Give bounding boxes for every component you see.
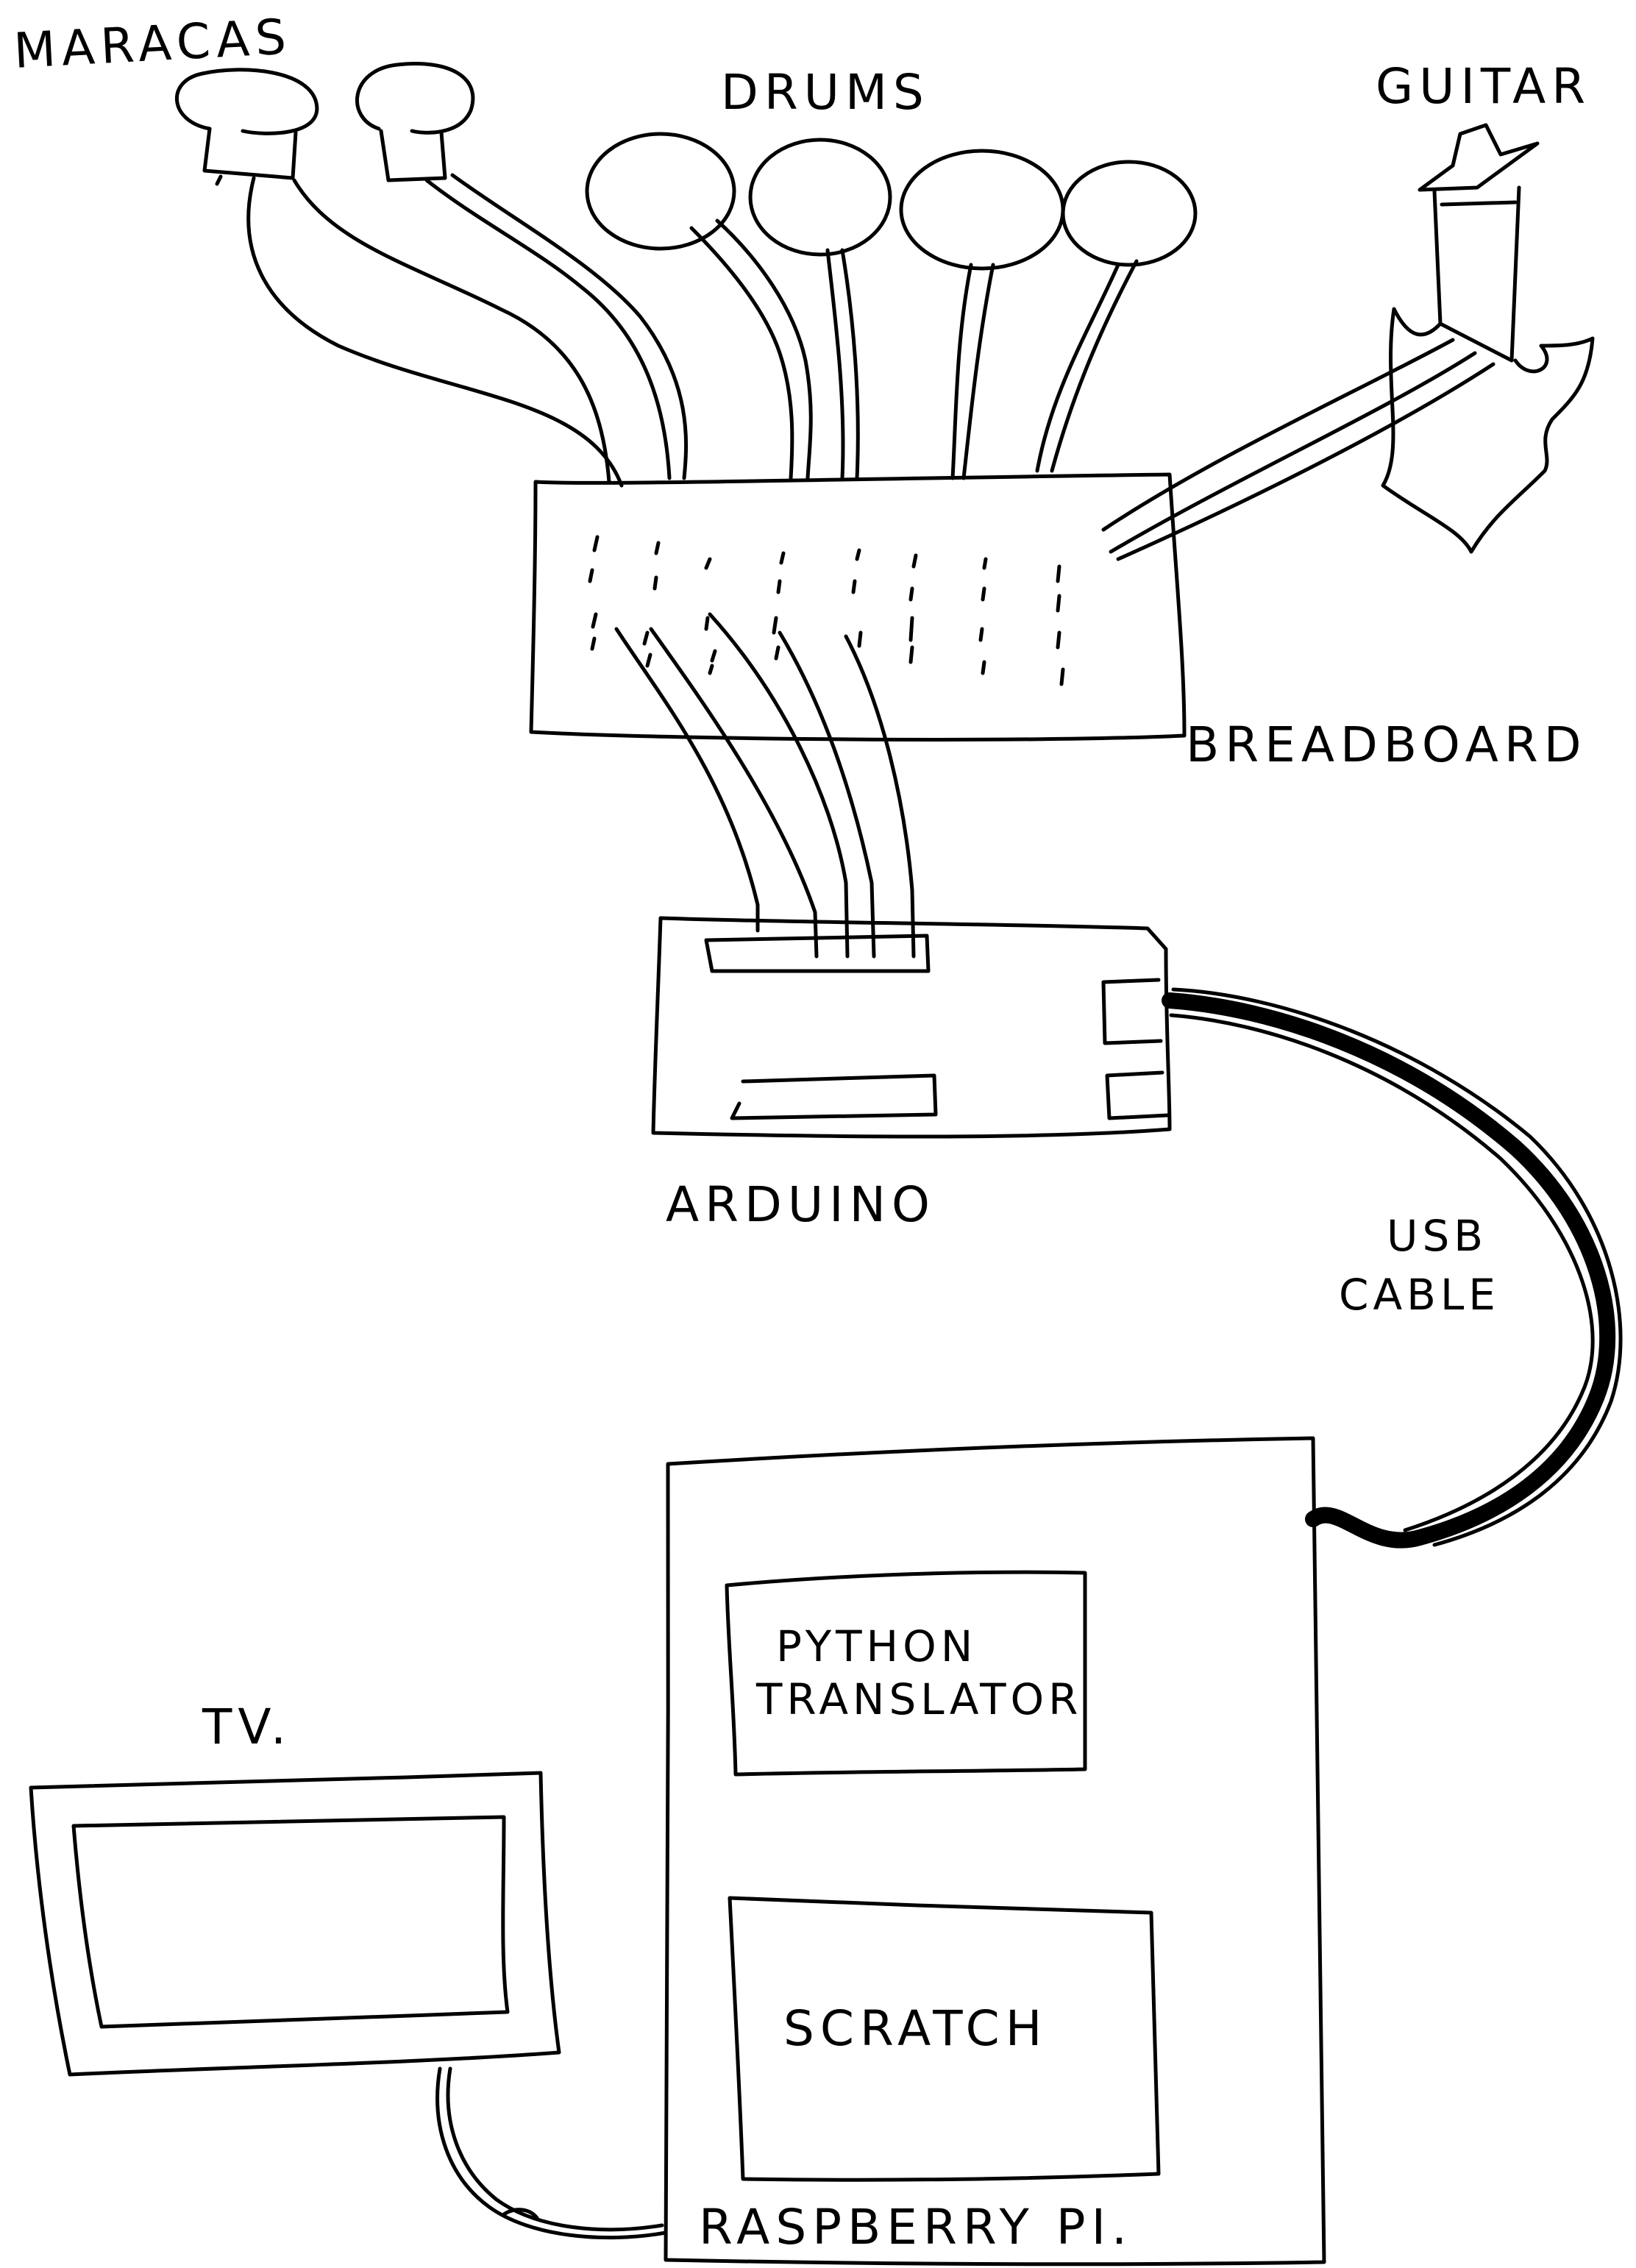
drum-4 — [1061, 160, 1198, 267]
label-usb-line1: USB — [1387, 1211, 1487, 1261]
label-usb-line2: CABLE — [1339, 1270, 1500, 1320]
label-python-line1: PYTHON — [776, 1621, 977, 1671]
label-drums: DRUMS — [721, 64, 930, 121]
wires-breadboard-to-arduino — [614, 612, 916, 959]
maracas — [174, 62, 475, 186]
drum-3 — [899, 149, 1065, 271]
guitar — [1381, 123, 1595, 554]
wires-guitar-to-breadboard — [1101, 338, 1495, 561]
tv — [29, 1771, 561, 2077]
label-tv: TV. — [202, 1699, 292, 1755]
scratch-box — [728, 1896, 1161, 2182]
label-raspberry-pi: RASPBERRY PI. — [699, 2199, 1133, 2255]
arduino — [651, 916, 1172, 1139]
breadboard — [529, 472, 1187, 742]
python-translator-box — [725, 1570, 1087, 1777]
label-python-line2: TRANSLATOR — [755, 1674, 1082, 1724]
drum-1 — [585, 132, 736, 251]
drums — [585, 132, 1198, 271]
label-scratch: SCRATCH — [783, 2000, 1048, 2057]
maracas-left — [174, 68, 319, 186]
label-arduino: ARDUINO — [666, 1176, 936, 1233]
maracas-right — [355, 62, 475, 182]
label-breadboard: BREADBOARD — [1186, 717, 1587, 773]
wires-instruments-to-breadboard — [246, 173, 1139, 488]
drum-2 — [748, 138, 892, 257]
raspberry-pi — [664, 1436, 1326, 2267]
label-guitar: GUITAR — [1376, 58, 1591, 115]
tv-cable — [435, 2066, 668, 2240]
breadboard-holes — [588, 535, 1065, 686]
usb-cable — [1162, 987, 1623, 1549]
